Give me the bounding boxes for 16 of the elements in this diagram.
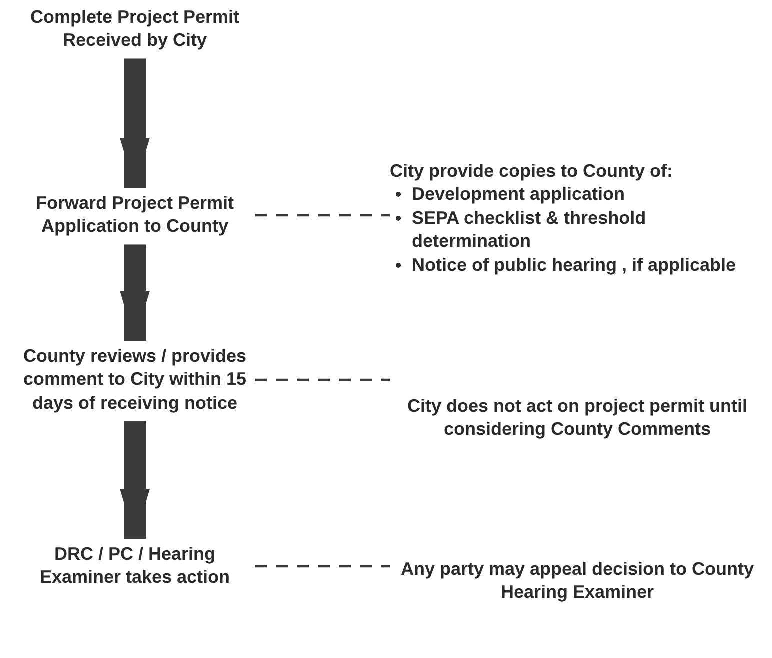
dashed-connector <box>255 214 390 217</box>
dashed-connector <box>255 378 390 382</box>
list-item: SEPA checklist & threshold determination <box>390 206 765 254</box>
step-text: City does not act on project permit until considering County Comments <box>406 395 749 442</box>
step-text: Any party may appeal decision to County Hearing Examiner <box>400 558 756 604</box>
step-text: Complete Project Permit Received by City <box>29 6 241 52</box>
list-heading: City provide copies to County of: <box>390 160 674 183</box>
block-arrow <box>120 421 150 539</box>
list-item: Notice of public hearing , if applicable <box>390 254 765 277</box>
block-arrow <box>120 58 150 188</box>
block-arrow <box>120 244 150 341</box>
step-text: DRC / PC / Hearing Examiner takes action <box>38 543 232 590</box>
step-text: County reviews / provides comment to City within 15 days of receiving notice <box>22 345 248 415</box>
step-text: Forward Project Permit Application to County <box>34 192 236 238</box>
dashed-connector <box>255 565 390 568</box>
list-item: Development application <box>390 183 765 207</box>
